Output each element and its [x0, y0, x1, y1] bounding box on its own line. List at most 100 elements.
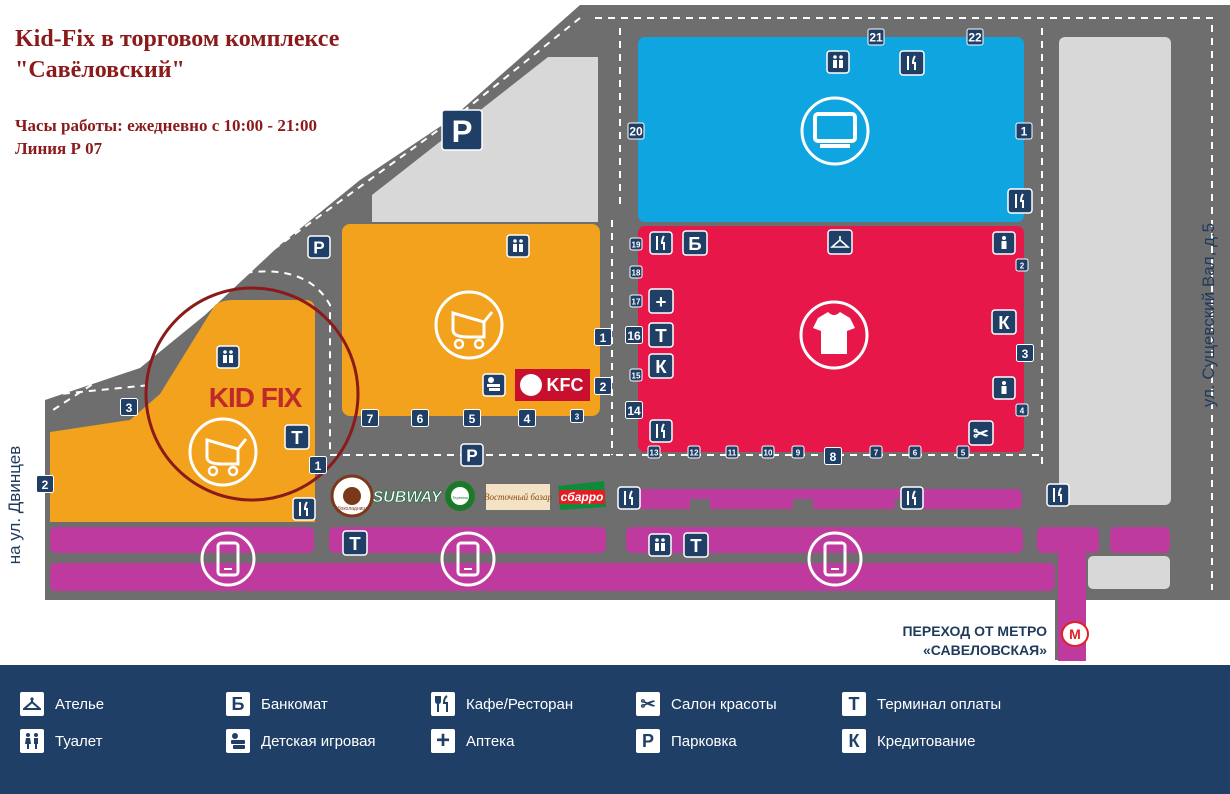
atelier-icon [827, 229, 853, 255]
svg-text:12: 12 [690, 448, 699, 457]
svg-text:14: 14 [627, 404, 641, 418]
entrance-number: 10 [761, 445, 775, 459]
svg-text:5: 5 [469, 412, 476, 426]
kidfix-logo: KID FIX [209, 382, 304, 413]
parking-icon: P [460, 443, 484, 467]
payment-terminal-icon: Т [342, 530, 368, 556]
sbarro-logo: сбарро [558, 481, 606, 510]
parking-icon: P [441, 109, 483, 151]
parking-lots [372, 37, 1171, 589]
teremok-logo: Теремок [445, 481, 475, 511]
vostochny-bazar-logo: Восточный базар [484, 484, 552, 510]
clothing-building [638, 226, 1024, 452]
payment-terminal-icon: Т [842, 692, 866, 716]
svg-text:P: P [466, 446, 477, 466]
mobile-phone-icon [440, 531, 496, 587]
cafe-icon [292, 497, 316, 521]
credit-icon: К [648, 353, 674, 379]
cafe-icon [617, 486, 641, 510]
pharmacy-icon: + [648, 288, 674, 314]
svg-text:✂: ✂ [973, 423, 989, 444]
kfc-logo: KFC [515, 369, 590, 401]
toilet-icon [826, 50, 850, 74]
parking-icon: P [307, 235, 331, 259]
kidfix-logo-text: KID FIX [209, 382, 303, 413]
shokoladnitsa-logo-text: Шоколадница [336, 506, 368, 512]
svg-text:22: 22 [968, 30, 982, 44]
svg-text:11: 11 [728, 448, 737, 457]
entrance-number: 1 [594, 328, 612, 346]
svg-text:19: 19 [632, 240, 641, 249]
svg-text:Т: Т [291, 427, 303, 448]
mobile-phone-icon [200, 531, 256, 587]
map-legend: Ателье Б Банкомат Кафе/Ресторан ✂ Салон … [0, 665, 1230, 794]
entrance-number: 3 [570, 409, 584, 423]
title-line-1: Kid-Fix в торговом комплексе [15, 26, 340, 52]
legend-item-cafe: Кафе/Ресторан [431, 692, 573, 716]
entrance-number: 11 [725, 445, 739, 459]
svg-text:P: P [452, 114, 473, 149]
svg-text:10: 10 [764, 448, 773, 457]
legend-item-atm: Б Банкомат [226, 692, 328, 716]
entrance-number: 17 [629, 294, 643, 308]
legend-label: Детская игровая [261, 732, 376, 750]
teremok-logo-text: Теремок [452, 495, 468, 500]
entrance-number: 5 [956, 445, 970, 459]
svg-text:Т: Т [690, 535, 702, 556]
beauty-salon-icon: ✂ [636, 692, 660, 716]
pharmacy-icon: + [431, 727, 455, 754]
opening-hours: Часы работы: ежедневно с 10:00 - 21:00 Л… [15, 114, 317, 160]
kidfix-building [50, 300, 315, 522]
vostochny-bazar-text: Восточный базар [484, 492, 552, 502]
legend-label: Кафе/Ресторан [466, 695, 574, 713]
toilet-icon [992, 231, 1016, 255]
legend-item-atelier: Ателье [20, 692, 104, 716]
svg-text:15: 15 [632, 371, 641, 380]
payment-terminal-icon: Т [284, 424, 310, 450]
entrance-number: 7 [361, 409, 379, 427]
svg-text:13: 13 [650, 448, 659, 457]
svg-text:20: 20 [629, 124, 643, 138]
entrance-number: 5 [463, 409, 481, 427]
hours-text: Часы работы: ежедневно с 10:00 - 21:00 [15, 116, 317, 135]
legend-label: Аптека [466, 732, 515, 750]
page-title: Kid-Fix в торговом комплексе "Савёловски… [15, 24, 339, 86]
svg-text:Б: Б [688, 233, 701, 254]
entrance-number: 13 [647, 445, 661, 459]
svg-text:2: 2 [600, 380, 607, 394]
atm-icon: Б [226, 692, 250, 716]
metro-label-line-1: ПЕРЕХОД ОТ МЕТРО [902, 623, 1047, 639]
entrance-number: 15 [629, 368, 643, 382]
entrance-number: 8 [824, 447, 842, 465]
kids-building [342, 224, 600, 416]
svg-text:1: 1 [1021, 124, 1028, 138]
svg-text:8: 8 [830, 450, 837, 464]
sbarro-logo-text: сбарро [561, 490, 604, 504]
metro-passage-label: ПЕРЕХОД ОТ МЕТРО «САВЕЛОВСКАЯ» [902, 622, 1047, 660]
entrance-number: 2 [36, 475, 54, 493]
cafe-icon [1007, 188, 1033, 214]
subway-logo-text: SUBWAY [372, 489, 442, 506]
svg-text:4: 4 [1020, 406, 1025, 415]
title-line-2: "Савёловский" [15, 57, 185, 83]
toilet-icon [216, 345, 240, 369]
kfc-logo-text: KFC [547, 375, 584, 395]
entrance-number: 9 [791, 445, 805, 459]
metro-label-line-2: «САВЕЛОВСКАЯ» [922, 642, 1047, 658]
beauty-salon-icon: ✂ [968, 420, 994, 446]
svg-text:4: 4 [524, 412, 531, 426]
cafe-icon [649, 419, 673, 443]
entrance-number: 2 [1015, 258, 1029, 272]
svg-text:9: 9 [796, 448, 801, 457]
svg-text:7: 7 [874, 448, 879, 457]
parking-icon: P [636, 729, 660, 753]
metro-icon: М [1061, 621, 1089, 647]
entrance-number: 21 [867, 28, 885, 46]
svg-text:3: 3 [126, 401, 133, 415]
svg-text:7: 7 [367, 412, 374, 426]
entrance-number: 2 [594, 377, 612, 395]
cafe-icon [900, 486, 924, 510]
shokoladnitsa-logo: Шоколадница [330, 474, 374, 518]
entrance-number: 4 [1015, 403, 1029, 417]
